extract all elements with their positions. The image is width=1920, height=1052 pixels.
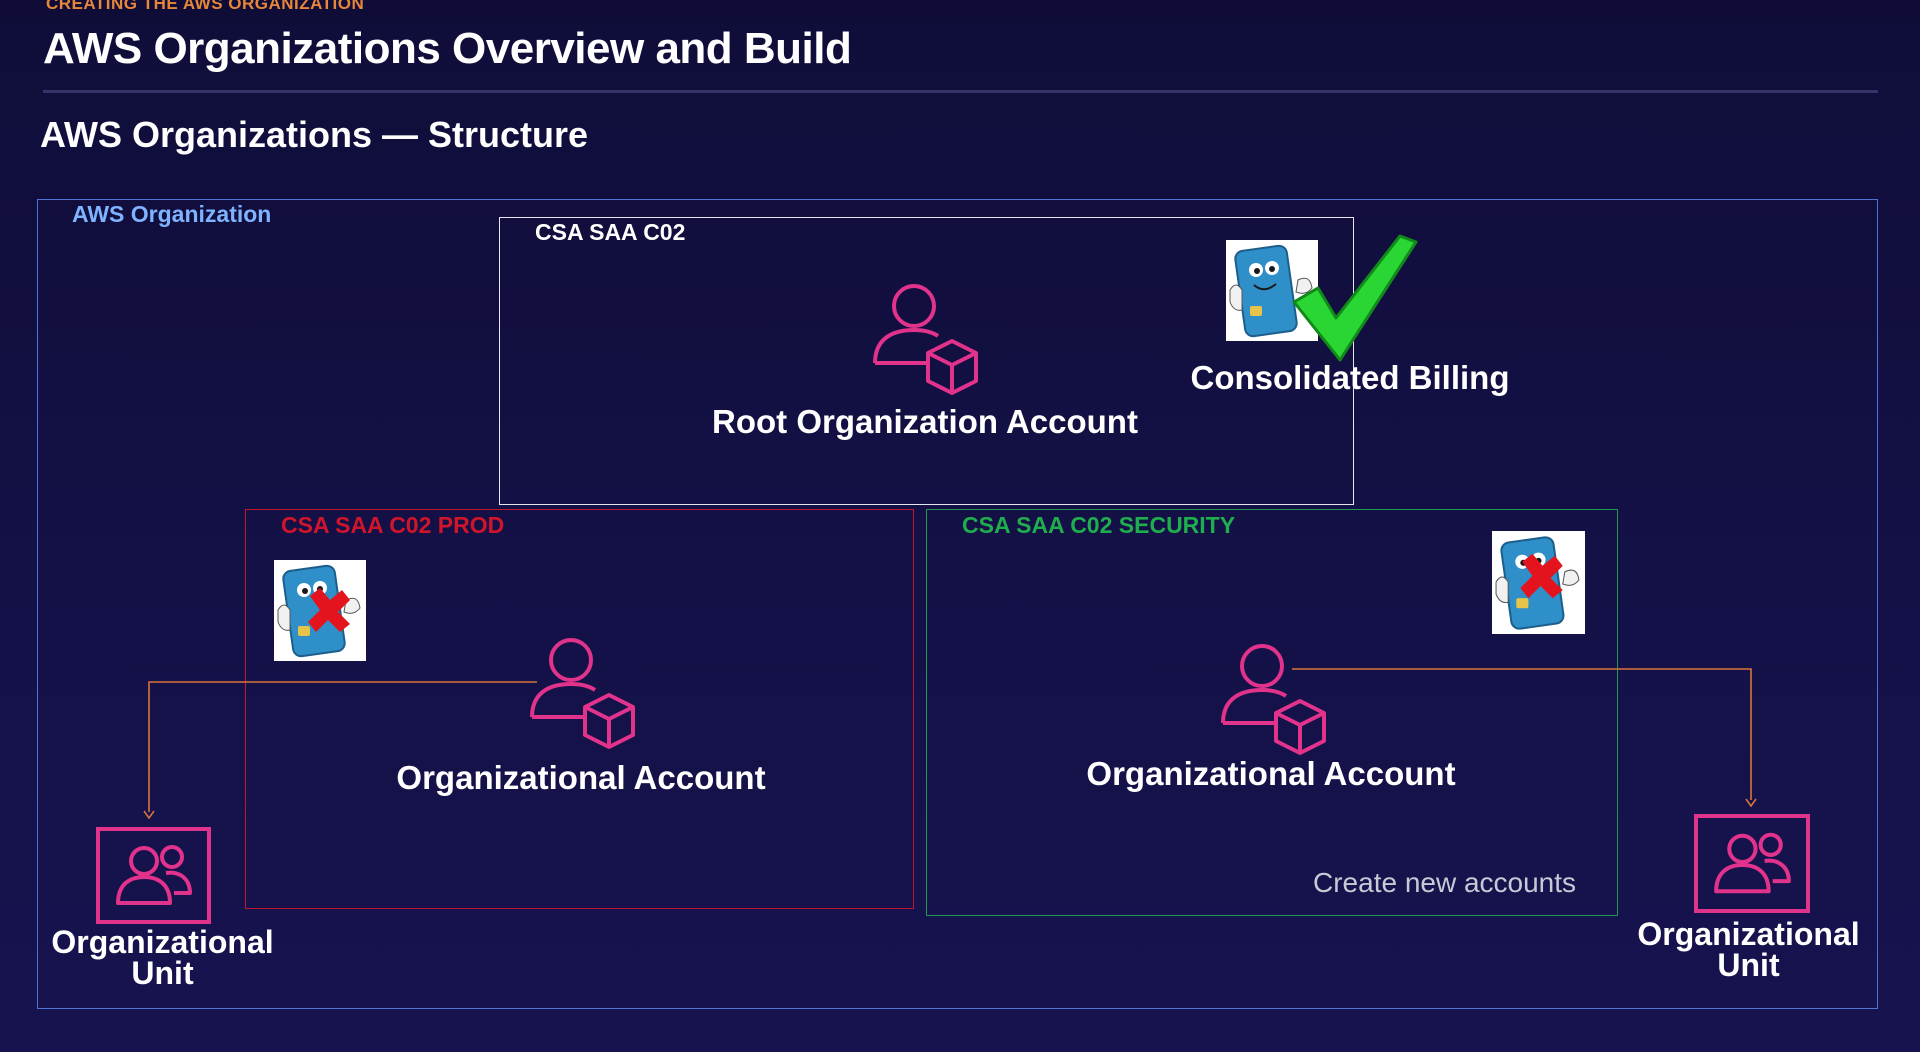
security-user-with-box-icon: [1221, 644, 1326, 755]
security-account-label: Organizational Account: [1086, 755, 1456, 792]
page-title: AWS Organizations Overview and Build: [43, 24, 852, 73]
credit-card-mascot-icon: [1495, 536, 1580, 630]
ou-right-icon-frame: [1694, 814, 1810, 913]
ou-right-line1: Organizational: [1637, 916, 1860, 952]
ou-left-line2: Unit: [131, 955, 194, 991]
security-card-image: [1492, 531, 1585, 634]
security-box-label: CSA SAA C02 SECURITY: [962, 512, 1236, 538]
section-kicker: CREATING THE AWS ORGANIZATION: [46, 0, 365, 13]
root-user-with-box-icon: [873, 284, 978, 395]
group-users-icon: [116, 845, 192, 905]
prod-card-image: [274, 560, 366, 661]
checkmark-icon: [1292, 234, 1418, 362]
root-account-label: Root Organization Account: [712, 403, 1138, 440]
prod-user-with-box-icon: [530, 638, 635, 749]
ou-left-line1: Organizational: [51, 924, 274, 960]
root-box-label: CSA SAA C02: [535, 219, 686, 245]
cross-icon: [308, 588, 350, 632]
group-users-icon: [1714, 832, 1791, 894]
credit-card-mascot-icon: [1229, 244, 1313, 338]
credit-card-mascot-icon: [277, 564, 361, 658]
ou-right-line2: Unit: [1717, 947, 1780, 983]
billing-card-image: [1226, 240, 1318, 341]
cross-icon: [1520, 553, 1563, 599]
consolidated-billing-label: Consolidated Billing: [1190, 359, 1510, 396]
ou-left-label: Organizational Unit: [40, 924, 285, 991]
create-new-accounts-note: Create new accounts: [1313, 867, 1577, 898]
prod-box-label: CSA SAA C02 PROD: [281, 512, 505, 538]
slide-subtitle: AWS Organizations — Structure: [40, 114, 589, 155]
prod-account-label: Organizational Account: [396, 759, 766, 796]
root-account-box: [499, 217, 1354, 505]
ou-right-label: Organizational Unit: [1626, 916, 1871, 983]
organization-label: AWS Organization: [72, 201, 272, 227]
header-divider: [43, 90, 1878, 93]
ou-left-icon-frame: [96, 827, 211, 924]
aws-organization-box: [37, 199, 1878, 1009]
